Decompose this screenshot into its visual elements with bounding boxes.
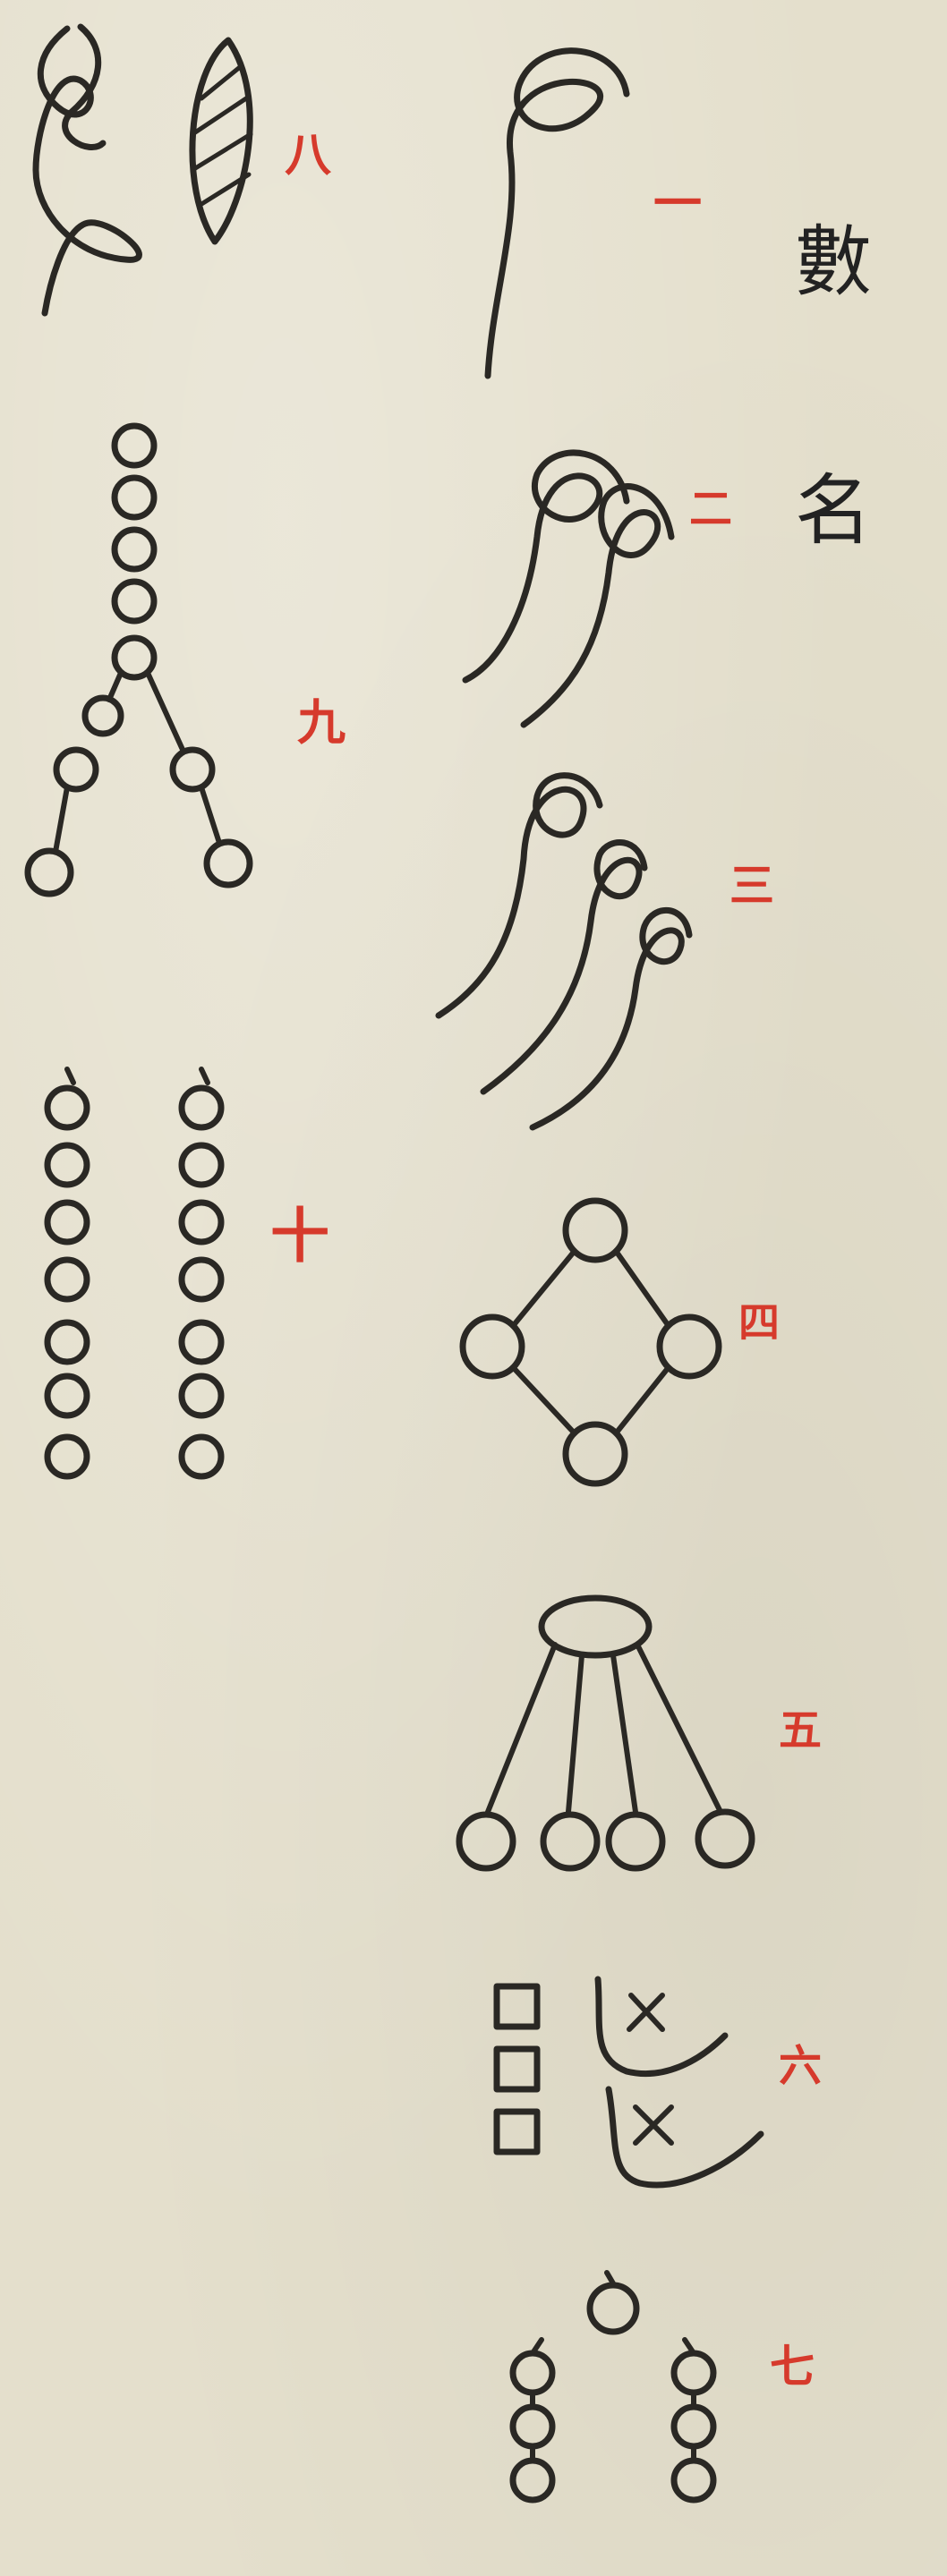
glyph-four	[463, 1201, 719, 1484]
glyph-five	[459, 1598, 752, 1868]
glyph-three	[439, 776, 689, 1127]
glyph-seven	[513, 2273, 713, 2500]
glyph-six	[497, 1979, 761, 2185]
glyph-one	[488, 51, 627, 376]
glyph-ten	[47, 1069, 221, 1476]
glyph-nine	[28, 426, 250, 894]
glyph-eight	[36, 27, 251, 313]
glyph-two	[465, 453, 671, 725]
